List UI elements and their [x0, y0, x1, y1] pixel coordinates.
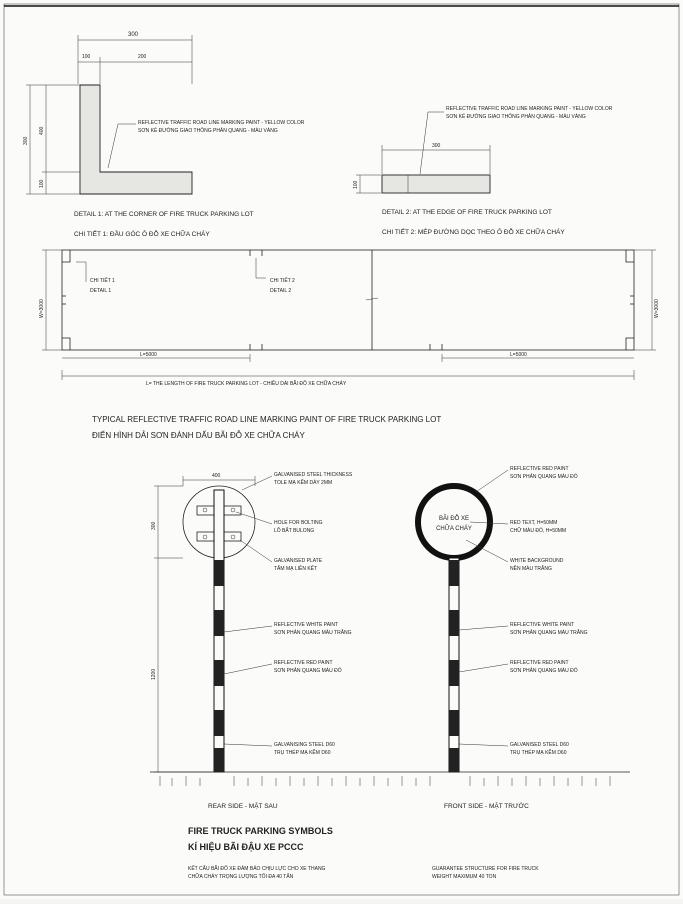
symbols-note-en-1: GUARANTEE STRUCTURE FOR FIRE TRUCK — [432, 866, 539, 872]
callout-2-leader — [255, 258, 266, 279]
callout-1-leader — [76, 261, 87, 282]
symbols-note-en-2: WEIGHT MAXIMUM 40 TON — [432, 874, 497, 880]
rear-band-red-3 — [214, 660, 224, 686]
plan-dim-seg-left: L=5000 — [140, 352, 157, 358]
rear-label-2-en: HOLE FOR BOLTING — [274, 520, 323, 526]
detail-1-dim-bottom: 100 — [39, 179, 45, 188]
rear-dim-side: 300 — [151, 521, 157, 530]
callout-2-vi: CHI TIẾT 2 — [270, 277, 295, 284]
rear-band-red-4 — [214, 710, 224, 736]
rear-label-3-vi: TẤM MẠ LIÊN KẾT — [274, 564, 317, 572]
plan-title-vi: ĐIỂN HÌNH DẢI SƠN ĐÁNH DẤU BÃI ĐỖ XE CHỮ… — [92, 430, 306, 440]
front-label-2-en: RED TEXT, H=50MM — [510, 520, 557, 526]
rear-band-red-5 — [214, 748, 224, 772]
front-label-5-en: REFLECTIVE RED PAINT — [510, 660, 569, 666]
front-band-red-1 — [449, 560, 459, 586]
plan-outline — [61, 249, 635, 351]
callout-1-vi: CHI TIẾT 1 — [90, 277, 115, 284]
rear-label-4-en: REFLECTIVE WHITE PAINT — [274, 622, 338, 628]
detail-1-leader — [107, 123, 136, 169]
rear-label-3-en: GALVANISED PLATE — [274, 558, 323, 564]
symbols-note-vi-1: KẾT CẤU BÃI ĐỖ XE ĐẢM BẢO CHỊU LỰC CHO X… — [188, 865, 326, 872]
detail-2-note-vi: SƠN KẺ ĐƯỜNG GIAO THÔNG PHẢN QUANG - MÀU… — [446, 113, 586, 120]
rear-label-6-en: GALVANISING STEEL D60 — [274, 742, 335, 748]
rear-label-2-vi: LỖ BẮT BULONG — [274, 526, 314, 534]
front-label-1-en: REFLECTIVE RED PAINT — [510, 466, 569, 472]
rear-label-4-vi: SƠN PHẢN QUANG MÀU TRẮNG — [274, 628, 352, 636]
front-label-2-vi: CHỮ MÀU ĐỎ, H=50MM — [510, 527, 566, 534]
front-label-5-vi: SƠN PHẢN QUANG MÀU ĐỎ — [510, 667, 578, 674]
rear-label-6-vi: TRỤ THÉP MẠ KẼM D60 — [274, 749, 331, 756]
detail-2-strip — [381, 174, 491, 194]
symbols-title-vi: KÍ HIỆU BÃI ĐẬU XE PCCC — [188, 841, 304, 852]
ground-line — [150, 771, 630, 786]
rear-caption: REAR SIDE - MẶT SAU — [208, 801, 278, 810]
front-band-red-4 — [449, 710, 459, 736]
detail-1-note-en: REFLECTIVE TRAFFIC ROAD LINE MARKING PAI… — [138, 120, 305, 126]
detail-1: 300 100 200 300 400 100 REFLECTIVE TRAFF… — [23, 32, 305, 238]
detail-1-caption-en: DETAIL 1: AT THE CORNER OF FIRE TRUCK PA… — [74, 211, 254, 218]
rear-band-red-1 — [214, 560, 224, 586]
front-band-red-5 — [449, 748, 459, 772]
symbols-title-en: FIRE TRUCK PARKING SYMBOLS — [188, 826, 333, 836]
detail-2-caption-en: DETAIL 2: AT THE EDGE OF FIRE TRUCK PARK… — [382, 209, 552, 216]
plan-dim-seg-right: L=5000 — [510, 352, 527, 358]
detail-1-dim-mid: 400 — [39, 126, 45, 135]
front-band-red-3 — [449, 660, 459, 686]
detail-1-caption-vi: CHI TIẾT 1: ĐẦU GÓC Ô ĐỖ XE CHỮA CHÁY — [74, 228, 210, 238]
detail-1-dim-left: 100 — [82, 54, 91, 60]
front-label-6-en: GALVANISED STEEL D60 — [510, 742, 569, 748]
front-sign-text-2: CHỮA CHÁY — [436, 525, 472, 532]
front-label-6-vi: TRỤ THÉP MẠ KẼM D60 — [510, 749, 567, 756]
detail-2-caption-vi: CHI TIẾT 2: MÉP ĐƯỜNG DỌC THEO Ô ĐỖ XE C… — [382, 226, 565, 236]
front-label-3-en: WHITE BACKGROUND — [510, 558, 564, 564]
rear-label-5-en: REFLECTIVE RED PAINT — [274, 660, 333, 666]
front-side-sign: BÃI ĐỖ XE CHỮA CHÁY REFLECTIVE RED PAINT… — [415, 466, 588, 773]
rear-label-5-vi: SƠN PHẢN QUANG MÀU ĐỎ — [274, 667, 342, 674]
front-band-red-2 — [449, 610, 459, 636]
rear-side-sign: 400 300 1200 GALVANISED STEEL THICKNESS … — [151, 472, 353, 773]
rear-dim-pole: 1200 — [151, 669, 157, 680]
sheet-border — [3, 3, 680, 896]
rear-label-1-en: GALVANISED STEEL THICKNESS — [274, 472, 353, 478]
front-label-4-en: REFLECTIVE WHITE PAINT — [510, 622, 574, 628]
plan-title-en: TYPICAL REFLECTIVE TRAFFIC ROAD LINE MAR… — [92, 415, 441, 424]
rear-band-red-2 — [214, 610, 224, 636]
detail-2-dim-height: 100 — [353, 180, 359, 189]
symbols-note-vi-2: CHỮA CHÁY TRỌNG LƯỢNG TỐI ĐA 40 TẤN — [188, 873, 294, 880]
front-sign-red-ring — [415, 483, 493, 561]
front-sign-text-1: BÃI ĐỖ XE — [439, 515, 469, 522]
detail-1-dim-height: 300 — [23, 136, 29, 145]
front-label-3-vi: NỀN MÀU TRẮNG — [510, 564, 552, 572]
detail-2-leader — [419, 111, 444, 175]
parking-lot-plan: CHI TIẾT 1 DETAIL 1 CHI TIẾT 2 DETAIL 2 … — [39, 249, 660, 440]
detail-2-note-en: REFLECTIVE TRAFFIC ROAD LINE MARKING PAI… — [446, 106, 613, 112]
rear-dim-top: 400 — [212, 473, 221, 479]
rear-label-1-vi: TOLE MẠ KẼM DÀY 2MM — [274, 479, 332, 486]
front-caption: FRONT SIDE - MẶT TRƯỚC — [444, 801, 529, 810]
callout-1-en: DETAIL 1 — [90, 288, 111, 294]
detail-1-dim-top: 300 — [128, 32, 139, 38]
callout-2-en: DETAIL 2 — [270, 288, 291, 294]
detail-2-dim-width: 300 — [432, 143, 441, 149]
detail-1-dim-right: 200 — [138, 54, 147, 60]
front-label-1-vi: SƠN PHẢN QUANG MÀU ĐỎ — [510, 473, 578, 480]
detail-1-curb — [79, 84, 193, 195]
plan-dim-right-side: W=3000 — [654, 299, 660, 318]
detail-1-note-vi: SƠN KẺ ĐƯỜNG GIAO THÔNG PHẢN QUANG - MÀU… — [138, 127, 278, 134]
front-label-4-vi: SƠN PHẢN QUANG MÀU TRẮNG — [510, 628, 588, 636]
plan-dim-left-side: W=3000 — [39, 299, 45, 318]
plan-total-length: L= THE LENGTH OF FIRE TRUCK PARKING LOT … — [146, 380, 347, 387]
detail-2: 300 100 REFLECTIVE TRAFFIC ROAD LINE MAR… — [353, 106, 613, 236]
